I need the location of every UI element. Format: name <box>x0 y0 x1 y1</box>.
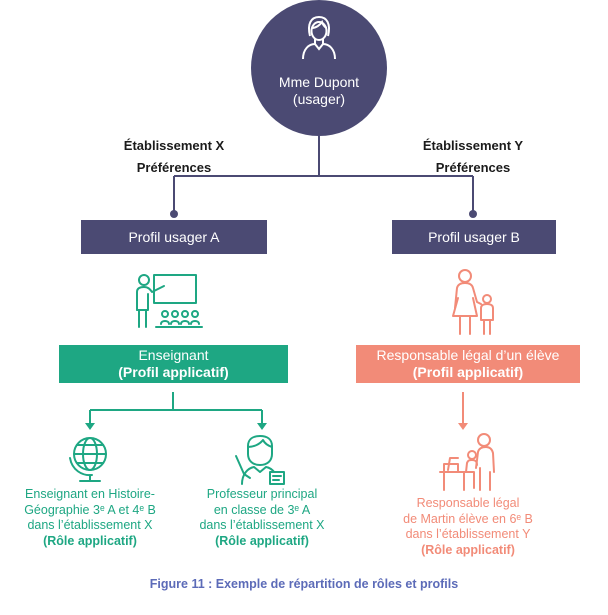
figure-caption: Figure 11 : Exemple de répartition de rô… <box>149 577 459 591</box>
profile-usager-a-label: Profil usager A <box>128 229 220 245</box>
arrow-salmon <box>458 423 468 430</box>
left-preferences: Préférences <box>136 160 212 175</box>
role-histoire-geo-line-3: dans l’établissement X <box>27 518 153 532</box>
role-prof-principal-tag: (Rôle applicatif) <box>215 533 309 548</box>
role-prof-principal-line-3: dans l’établissement X <box>199 518 325 532</box>
role-responsable-line-2: de Martin élève en 6ᵉ B <box>403 511 533 526</box>
connector-left-dot <box>170 210 178 218</box>
role-responsable-martin: Responsable légal de Martin élève en 6ᵉ … <box>386 496 550 558</box>
role-histoire-geo-line-1: Enseignant en Histoire- <box>25 487 155 501</box>
user-role: (usager) <box>292 91 346 107</box>
role-prof-principal-line-2: en classe de 3ᵉ A <box>213 502 311 517</box>
woman-avatar-icon <box>302 15 336 60</box>
connector-right-dot <box>469 210 477 218</box>
left-etab-label: Établissement X Préférences <box>94 135 254 179</box>
arrow-green-right <box>257 423 267 430</box>
app-profile-responsable-title: Responsable légal d’un élève <box>376 347 560 363</box>
role-responsable-line-3: dans l’établissement Y <box>405 527 531 541</box>
role-prof-principal: Professeur principal en classe de 3ᵉ A d… <box>183 487 341 549</box>
app-profile-enseignant-subtitle: (Profil applicatif) <box>118 364 229 380</box>
left-etab-name: Établissement X <box>123 138 225 153</box>
role-responsable-line-1: Responsable légal <box>416 496 520 510</box>
right-etab-label: Établissement Y Préférences <box>393 135 553 179</box>
profile-usager-a: Profil usager A <box>81 220 267 254</box>
role-histoire-geo-tag: (Rôle applicatif) <box>43 533 137 548</box>
globe-icon <box>69 437 107 482</box>
parent-child-icon <box>452 269 494 335</box>
app-profile-responsable-subtitle: (Profil applicatif) <box>412 364 524 380</box>
role-prof-principal-line-1: Professeur principal <box>206 487 318 501</box>
arrow-green-left <box>85 423 95 430</box>
user-name: Mme Dupont <box>278 74 360 90</box>
profile-usager-b: Profil usager B <box>392 220 556 254</box>
user-label: Mme Dupont (usager) <box>251 74 387 108</box>
right-etab-name: Établissement Y <box>422 138 524 153</box>
app-profile-enseignant-title: Enseignant <box>138 347 209 363</box>
right-preferences: Préférences <box>435 160 511 175</box>
role-histoire-geo: Enseignant en Histoire- Géographie 3ᵉ A … <box>5 487 175 549</box>
role-histoire-geo-line-2: Géographie 3ᵉ A et 4ᵉ B <box>24 502 156 517</box>
app-profile-enseignant: Enseignant (Profil applicatif) <box>59 345 288 383</box>
parent-helping-child-icon <box>439 433 495 491</box>
app-profile-responsable: Responsable légal d’un élève (Profil app… <box>356 345 580 383</box>
profile-usager-b-label: Profil usager B <box>428 229 520 245</box>
role-responsable-tag: (Rôle applicatif) <box>421 542 515 557</box>
teacher-board-icon <box>136 274 203 328</box>
head-teacher-icon <box>235 435 285 485</box>
